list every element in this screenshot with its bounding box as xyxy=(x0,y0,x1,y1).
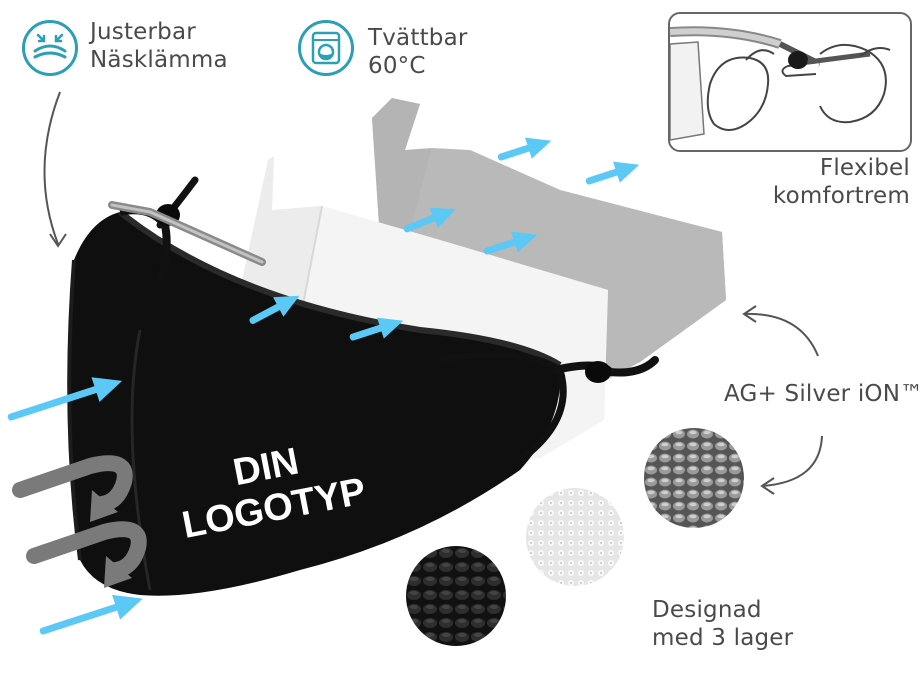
airflow-arrow xyxy=(7,377,123,421)
silver-pointer-down-head xyxy=(760,477,775,495)
recirculation-arrow xyxy=(12,455,133,522)
pointer-arrows xyxy=(43,91,823,495)
strap-label: Flexibel komfortrem xyxy=(772,155,910,209)
silver-pointer-up xyxy=(743,312,819,357)
airflow-arrows xyxy=(7,137,640,635)
strap-inset-illustration xyxy=(668,12,912,152)
nose-clip-pointer-head xyxy=(49,233,67,248)
swatch-gray-silver xyxy=(644,428,744,528)
washing-machine-icon xyxy=(298,20,354,76)
airflow-arrow xyxy=(585,161,640,185)
recirculation-arrow xyxy=(26,521,147,588)
silver-pointer-up-head xyxy=(742,305,757,323)
recirculation-arrows xyxy=(12,455,147,588)
airflow-arrow xyxy=(483,231,538,255)
airflow-arrow xyxy=(39,594,143,635)
swatch-white-filter xyxy=(526,488,624,586)
washable-label: Tvättbar 60°C xyxy=(368,25,468,79)
nose-clip-icon xyxy=(22,20,78,76)
airflow-arrow xyxy=(249,295,300,325)
airflow-arrow xyxy=(497,137,552,161)
silver-pointer-down xyxy=(761,435,823,487)
layers-label: Designad med 3 lager xyxy=(652,597,794,651)
swatch-black-outer xyxy=(406,546,506,646)
nose-clip-pointer xyxy=(43,91,61,245)
silver-ion-label: AG+ Silver iON™ xyxy=(724,381,920,407)
airflow-arrow xyxy=(403,207,456,233)
nose-clip-label: Justerbar Näsklämma xyxy=(90,19,228,73)
airflow-arrow xyxy=(349,317,404,341)
